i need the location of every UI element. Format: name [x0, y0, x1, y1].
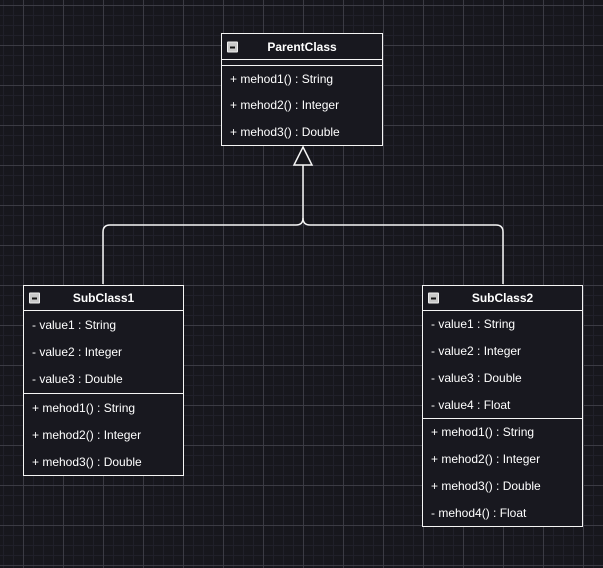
class-title[interactable]: SubClass1 [72, 291, 135, 305]
methods-section: + mehod1() : String + mehod2() : Integer… [222, 66, 382, 145]
methods-section: + mehod1() : String + mehod2() : Integer… [24, 394, 183, 475]
method-row[interactable]: + mehod2() : Integer [431, 452, 541, 467]
method-row[interactable]: - mehod4() : Float [431, 505, 527, 520]
attribute-row[interactable]: - value2 : Integer [32, 344, 123, 359]
collapse-minus-icon[interactable] [227, 41, 238, 52]
method-row[interactable]: + mehod1() : String [32, 400, 136, 415]
attribute-row[interactable]: - value2 : Integer [431, 344, 522, 359]
attribute-row[interactable]: - value3 : Double [431, 370, 522, 385]
method-row[interactable]: + mehod3() : Double [32, 454, 142, 469]
class-box-subclass1[interactable]: SubClass1 - value1 : String - value2 : I… [23, 285, 184, 476]
attribute-row[interactable]: - value4 : Float [431, 397, 511, 412]
class-header[interactable]: ParentClass [222, 34, 382, 60]
class-title[interactable]: SubClass2 [471, 291, 534, 305]
method-row[interactable]: + mehod1() : String [431, 425, 535, 440]
class-box-subclass2[interactable]: SubClass2 - value1 : String - value2 : I… [422, 285, 583, 527]
method-row[interactable]: + mehod3() : Double [431, 478, 541, 493]
attribute-row[interactable]: - value1 : String [431, 317, 516, 332]
class-title[interactable]: ParentClass [267, 39, 337, 54]
inheritance-edge-subclass1[interactable] [102, 165, 304, 284]
class-box-parentclass[interactable]: ParentClass + mehod1() : String + mehod2… [221, 33, 383, 146]
empty-attributes-compartment [222, 60, 382, 66]
collapse-minus-icon[interactable] [29, 292, 40, 304]
attributes-section: - value1 : String - value2 : Integer - v… [423, 311, 582, 419]
attribute-row[interactable]: - value3 : Double [32, 372, 123, 387]
class-header[interactable]: SubClass1 [24, 286, 183, 311]
attribute-row[interactable]: - value1 : String [32, 317, 117, 332]
method-row[interactable]: + mehod2() : Integer [32, 427, 142, 442]
method-row[interactable]: + mehod3() : Double [230, 124, 340, 139]
method-row[interactable]: + mehod1() : String [230, 72, 334, 87]
attributes-section: - value1 : String - value2 : Integer - v… [24, 311, 183, 394]
collapse-minus-icon[interactable] [428, 292, 439, 304]
inheritance-triangle-icon[interactable] [292, 145, 314, 166]
class-header[interactable]: SubClass2 [423, 286, 582, 311]
inheritance-edge-subclass2[interactable] [302, 217, 504, 284]
method-row[interactable]: + mehod2() : Integer [230, 98, 340, 113]
methods-section: + mehod1() : String + mehod2() : Integer… [423, 419, 582, 526]
